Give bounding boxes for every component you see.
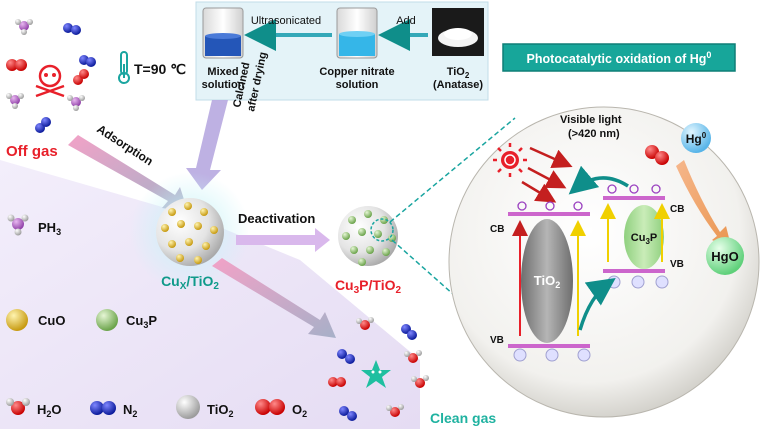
cu3p-holes — [607, 275, 669, 289]
clean-gas-label: Clean gas — [430, 410, 496, 426]
svg-text:O2: O2 — [292, 402, 307, 419]
oxygen-molecule — [645, 145, 669, 165]
light-ray-1 — [529, 146, 573, 169]
tio2-vb-label: VB — [490, 335, 504, 346]
legend-tio2: TiO2 — [176, 395, 233, 419]
cu3p-cb-band — [603, 196, 665, 200]
tio2-powder-photo — [432, 8, 484, 56]
deactivation-label: Deactivation — [238, 211, 315, 226]
cu3p-tio2-label: Cu3P/TiO2 — [335, 277, 402, 296]
legend-cuo: CuO — [6, 309, 65, 331]
svg-text:H2O: H2O — [37, 402, 62, 419]
oxidation-arrow — [676, 160, 732, 250]
cux-tio2-particle — [156, 198, 224, 266]
legend-ph3: PH3 — [7, 214, 61, 237]
zoom-line-top — [389, 117, 516, 223]
sun-icon — [493, 143, 527, 177]
legend-cu3p: Cu3P — [96, 309, 157, 331]
copper-nitrate-beaker — [336, 7, 378, 59]
hgo-ball — [706, 237, 744, 275]
skull-icon — [35, 64, 65, 98]
off-gas-molecules — [6, 19, 96, 133]
svg-text:TiO2: TiO2 — [207, 402, 233, 419]
tio2-electrons — [517, 201, 583, 211]
legend-n2: N2 — [90, 401, 137, 419]
deactivation-arrow — [236, 228, 330, 252]
cu3p-vb-label: VB — [670, 259, 684, 270]
tio2-band-label: TiO2 — [534, 273, 560, 290]
cu3p-vb-band — [603, 269, 665, 273]
cu3p-tio2-particle — [338, 206, 398, 266]
svg-text:CuO: CuO — [38, 313, 65, 328]
hgo-label: HgO — [711, 249, 738, 264]
temperature-label: T=90 ℃ — [134, 61, 186, 77]
mixed-solution-beaker — [202, 7, 244, 59]
tio2-anatase-label: TiO2(Anatase) — [433, 66, 483, 91]
hg0-label: Hg0 — [686, 131, 707, 146]
visible-light-label: Visible light — [560, 114, 622, 126]
tio2-vb-band — [508, 344, 590, 348]
cu3p-semiconductor — [624, 205, 664, 269]
mechanism-title: Photocatalytic oxidation of Hg0 — [527, 50, 712, 66]
star-icon — [361, 360, 391, 388]
ultrasonicated-label: Ultrasonicated — [251, 15, 321, 27]
wavelength-label: (>420 nm) — [568, 128, 620, 140]
light-ray-3 — [521, 180, 557, 203]
clean-gas-molecules — [328, 317, 429, 421]
mechanism-title-box — [502, 43, 736, 72]
calcined-arrow — [186, 100, 228, 190]
svg-text:PH3: PH3 — [38, 220, 61, 237]
tio2-holes — [513, 348, 591, 362]
tio2-cb-band — [508, 212, 590, 216]
legend-h2o: H2O — [6, 398, 62, 419]
light-ray-2 — [527, 166, 567, 189]
svg-text:Cu3P: Cu3P — [126, 313, 157, 330]
hg0-ball — [681, 123, 711, 153]
thermometer-icon — [118, 51, 130, 84]
background-wedge — [0, 160, 420, 429]
off-gas-label: Off gas — [6, 143, 58, 160]
tio2-cb-label: CB — [490, 224, 504, 235]
cux-tio2-label: CuX/TiO2 — [161, 273, 219, 292]
cu3p-electrons — [607, 184, 661, 194]
to-clean-gas-arrow — [212, 258, 336, 338]
hole-transfer-arrow — [578, 277, 616, 331]
legend-o2: O2 — [255, 399, 307, 419]
cu3p-band-label: Cu3P — [631, 232, 657, 246]
cu3p-cb-label: CB — [670, 204, 684, 215]
add-label: Add — [396, 15, 416, 27]
electron-transfer-arrow — [568, 165, 629, 195]
tio2-semiconductor — [521, 219, 573, 343]
svg-text:N2: N2 — [123, 402, 137, 419]
